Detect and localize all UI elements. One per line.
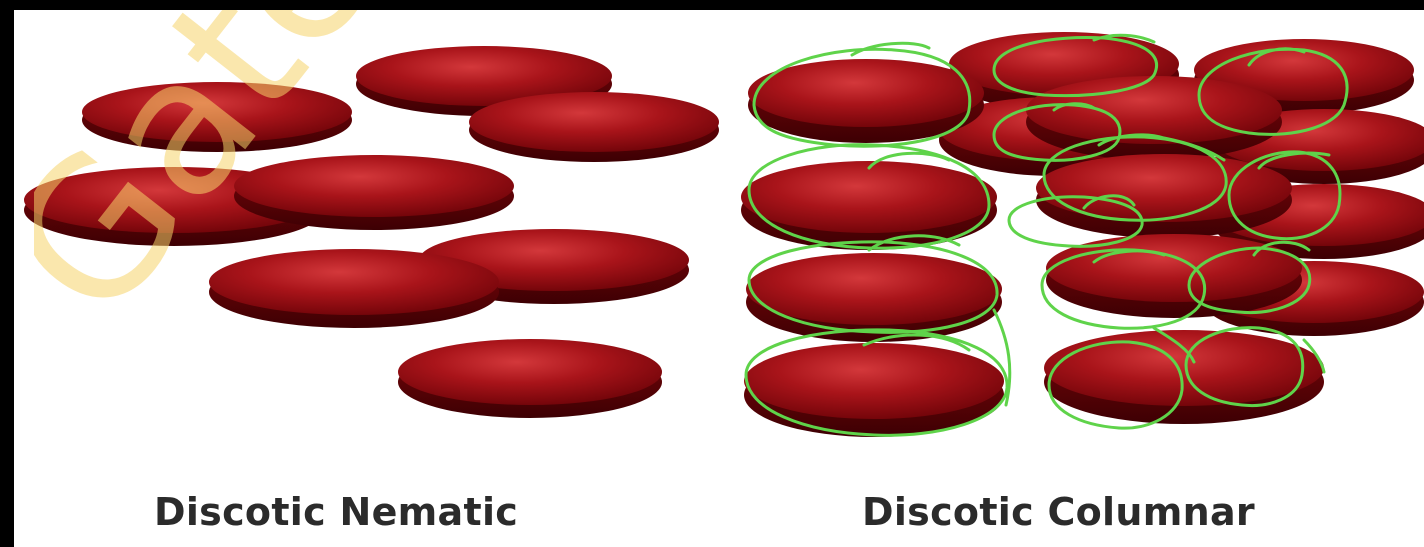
caption-discotic-columnar: Discotic Columnar <box>862 482 1255 542</box>
disc <box>1026 76 1282 160</box>
caption-discotic-nematic: Discotic Nematic <box>154 482 518 542</box>
disc <box>209 249 499 328</box>
discotic-phases-illustration <box>14 10 1424 547</box>
nematic-discs-group <box>24 46 719 418</box>
disc <box>234 155 514 230</box>
disc <box>469 92 719 162</box>
disc <box>1044 330 1324 424</box>
columnar-discs-group <box>741 32 1424 437</box>
disc <box>82 82 352 152</box>
disc <box>748 59 984 143</box>
disc <box>398 339 662 418</box>
figure-canvas: Gate Discotic Nematic Discotic Columnar <box>14 10 1424 547</box>
